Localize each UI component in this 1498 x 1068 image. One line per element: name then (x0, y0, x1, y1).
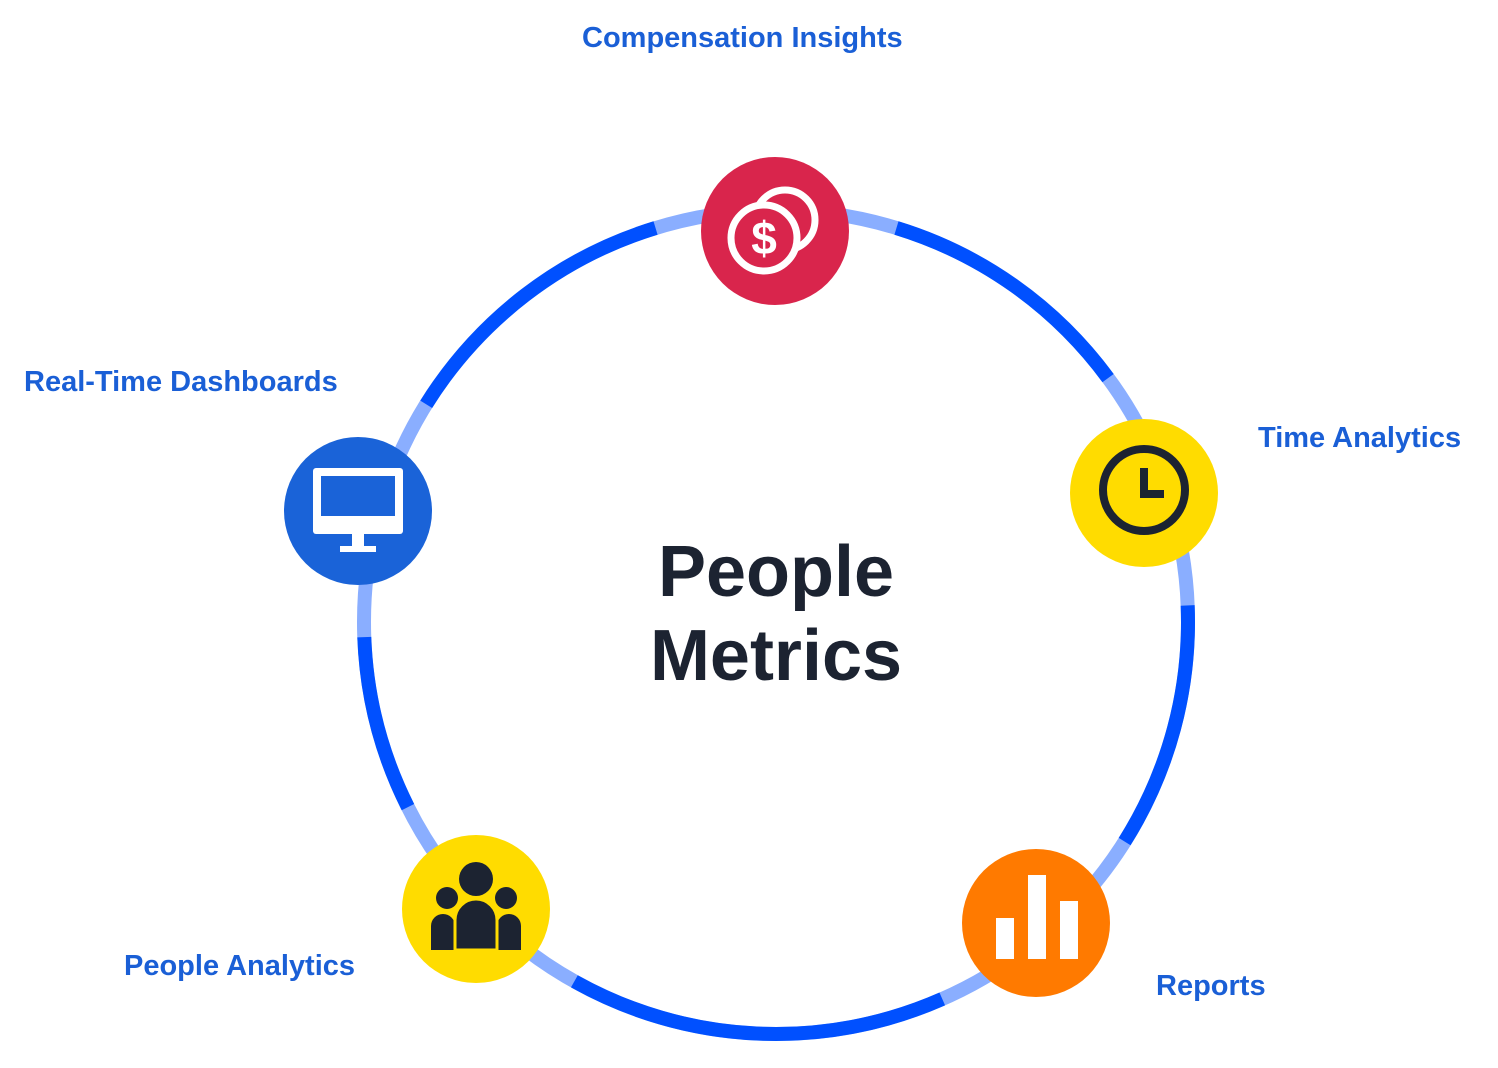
ring-segment (1118, 605, 1196, 846)
node-real-time-dashboards (284, 437, 432, 585)
bar-chart-icon (996, 875, 1078, 959)
ring-segment (357, 636, 415, 811)
label-compensation-insights: Compensation Insights (582, 22, 903, 54)
label-time-analytics: Time Analytics (1258, 422, 1462, 454)
node-reports (962, 849, 1110, 997)
people-group-icon (431, 862, 521, 952)
ring-segment (420, 221, 658, 408)
coins-dollar-icon: $ (727, 186, 819, 275)
title-line-1: People (657, 532, 895, 612)
monitor-icon (313, 468, 403, 552)
label-reports: Reports (1156, 970, 1266, 1002)
clock-icon (1099, 445, 1189, 535)
label-real-time-dashboards: Real-Time Dashboards (24, 366, 338, 398)
node-time-analytics (1070, 419, 1218, 567)
node-compensation-insights: $ (701, 157, 849, 305)
node-people-analytics (402, 835, 550, 983)
ring-segment (894, 221, 1114, 383)
ring-segment (570, 975, 946, 1041)
label-people-analytics: People Analytics (124, 950, 356, 982)
title-line-2: Metrics (649, 616, 903, 696)
svg-text:$: $ (751, 212, 777, 264)
center-title: People Metrics (576, 530, 976, 698)
